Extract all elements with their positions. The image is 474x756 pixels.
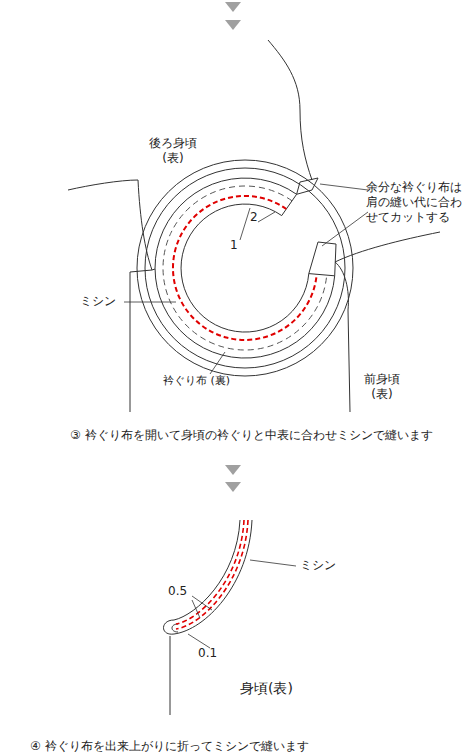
leader-lines [124,184,368,374]
step-caption: ③ 衿ぐり布を開いて身頃の衿ぐりと中表に合わせミシンで縫います [70,428,470,443]
stitch-label: ミシン [300,558,350,573]
neck-band [155,178,335,358]
part-name: 後ろ身頃 (表) [140,136,206,166]
step-caption: ④ 衿ぐり布を出来上がりに折ってミシンで縫います [30,739,450,754]
leader-lines-2 [188,560,296,648]
part-name: 前身頃 (表) [352,372,412,402]
stitch-lines [176,520,248,629]
bodice-outline [68,40,440,412]
dimension: 0.1 [198,646,224,661]
fold-line [163,186,327,350]
note: 余分な衿ぐり布は 肩の縫い代に合わ せてカットする [366,180,470,225]
folded-band [164,520,253,715]
callout-number: 1 [230,238,244,253]
callout-number: 2 [250,210,264,225]
stitch-label: ミシン [80,294,124,309]
part-name: 身頃(表) [240,680,320,698]
part-name: 衿ぐり布 (裏) [163,374,253,388]
band-ends [297,178,336,276]
stitch-line [173,196,317,340]
dimension: 0.5 [168,584,194,599]
